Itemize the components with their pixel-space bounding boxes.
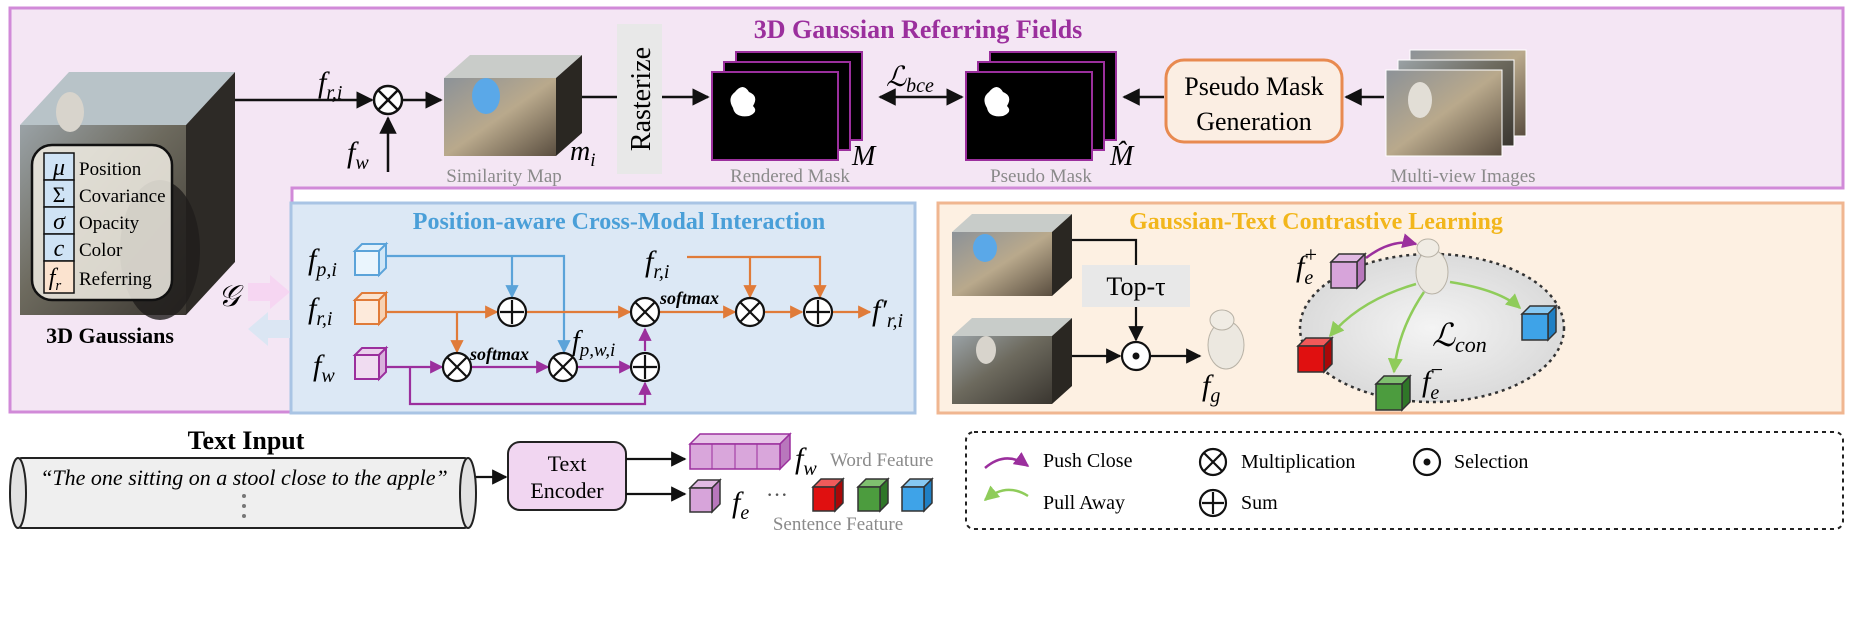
sentence-feature-caption: Sentence Feature <box>773 514 903 535</box>
m-i-label: mi <box>570 136 596 171</box>
top-tau-label: Top-τ <box>1106 272 1165 301</box>
legend-sum-icon <box>1198 488 1228 518</box>
similarity-map-cube <box>444 55 582 156</box>
green-negative-cube <box>1374 374 1412 412</box>
softmax-label-2: softmax <box>659 288 719 308</box>
legend-sel-label: Selection <box>1454 451 1528 473</box>
pseudo-mask-generation-box <box>1164 58 1344 144</box>
text-scroll <box>9 457 477 529</box>
mult-op-3 <box>629 296 661 328</box>
L-con-label: ℒcon <box>1432 317 1487 357</box>
legend-sum-label: Sum <box>1241 492 1278 514</box>
legend-mult-label: Multiplication <box>1241 451 1355 473</box>
multiview-images-stack <box>1385 49 1527 157</box>
mult-op-1 <box>441 351 473 383</box>
text-input-quote: “The one sitting on a stool close to the… <box>40 465 448 490</box>
similarity-map-caption: Similarity Map <box>446 166 562 187</box>
legend-push-label: Push Close <box>1043 450 1133 472</box>
attr-label-color: Color <box>79 240 123 261</box>
interaction-title: Position-aware Cross-Modal Interaction <box>413 209 825 235</box>
contrastive-cube-bottom <box>952 318 1072 404</box>
center-object-icon <box>1415 238 1449 295</box>
top-tau-box <box>1082 265 1190 307</box>
f-e-plus-cube <box>1329 252 1367 290</box>
pull-away-arrows <box>1329 280 1522 374</box>
rasterize-block <box>617 24 662 174</box>
attr-label-referring: Referring <box>79 269 152 290</box>
text-encoder-line1: Text <box>548 451 587 476</box>
fg-object-icon <box>1207 309 1245 370</box>
position-flow-lines <box>386 254 571 354</box>
contrastive-title: Gaussian-Text Contrastive Learning <box>1129 209 1503 235</box>
mult-op-2 <box>547 351 579 383</box>
pseudo-mask-caption: Pseudo Mask <box>990 166 1092 187</box>
softmax-label-1: softmax <box>469 344 529 364</box>
legend-push-icon <box>984 451 1030 469</box>
word-feature-caption: Word Feature <box>830 450 933 471</box>
pseudo-gen-line2: Generation <box>1196 107 1312 136</box>
referring-title: 3D Gaussian Referring Fields <box>754 15 1083 44</box>
attr-label-covariance: Covariance <box>79 186 166 207</box>
legend-pull-label: Pull Away <box>1043 492 1125 514</box>
f-ri-cube <box>352 290 389 327</box>
sentence-dots: ··· <box>766 482 788 507</box>
attr-symbol-opacity: σ <box>53 209 66 235</box>
sentence-red-cube <box>811 477 845 513</box>
f-pi-cube <box>352 241 389 278</box>
top-multiply-op <box>372 84 404 116</box>
multiview-caption: Multi-view Images <box>1390 166 1535 187</box>
text-encoder-box <box>507 441 627 511</box>
sentence-blue-cube <box>900 477 934 513</box>
f-pwi-label: fp,w,i <box>572 326 615 361</box>
red-negative-cube <box>1296 336 1334 374</box>
f-w-cube <box>352 345 389 382</box>
f-e-plus-label: fe+ <box>1296 242 1318 289</box>
text-encoder-line2: Encoder <box>530 478 604 503</box>
f-ri-out-label: f′r,i <box>872 294 903 332</box>
text-input-title: Text Input <box>188 426 305 455</box>
pseudo-mask-stack <box>965 51 1117 161</box>
contrastive-ellipse <box>1298 252 1566 404</box>
attr-symbol-referring: fr <box>49 265 62 294</box>
sentence-f-e-label: fe <box>732 486 749 524</box>
legend-box <box>965 431 1844 530</box>
attr-label-position: Position <box>79 159 142 180</box>
contrastive-cube-top <box>952 214 1072 296</box>
mult-op-4 <box>734 296 766 328</box>
attr-symbol-covariance: Σ <box>53 182 66 207</box>
word-f-w-label: fw <box>795 442 817 480</box>
pseudo-gen-line1: Pseudo Mask <box>1184 72 1323 101</box>
selection-op <box>1120 340 1152 372</box>
sentence-green-cube <box>856 477 890 513</box>
word-flow-lines <box>386 327 652 406</box>
blue-negative-cube <box>1520 304 1558 342</box>
push-close-arrow <box>1365 233 1418 259</box>
sum-op-1 <box>496 296 528 328</box>
legend-mult-icon <box>1198 447 1228 477</box>
rasterize-label: Rasterize <box>626 47 657 151</box>
broad-arrow-left <box>248 312 290 346</box>
word-feature-bar <box>688 432 792 471</box>
sum-op-2 <box>629 351 661 383</box>
sentence-feature-cube <box>688 478 722 514</box>
gaussians-title: 3D Gaussians <box>46 323 174 348</box>
attr-symbol-position: μ <box>52 155 65 181</box>
referring-flow-lines <box>386 255 872 354</box>
gaussian-attr-list: μ Σ σ c fr Position Covariance Opacity C… <box>43 152 166 294</box>
legend-selection-icon <box>1412 447 1442 477</box>
attr-symbol-color: c <box>54 236 65 262</box>
L-bce-label: ℒbce <box>886 62 934 97</box>
sum-op-3 <box>802 296 834 328</box>
f-e-minus-label: fe− <box>1422 357 1444 404</box>
legend-pull-icon <box>983 485 1029 501</box>
rendered-mask-stack <box>711 51 863 161</box>
rendered-mask-caption: Rendered Mask <box>730 166 850 187</box>
M-hat-label: M̂ <box>1109 141 1135 172</box>
M-label: M <box>851 141 877 172</box>
attr-label-opacity: Opacity <box>79 213 140 234</box>
broad-arrow-right <box>248 275 290 309</box>
